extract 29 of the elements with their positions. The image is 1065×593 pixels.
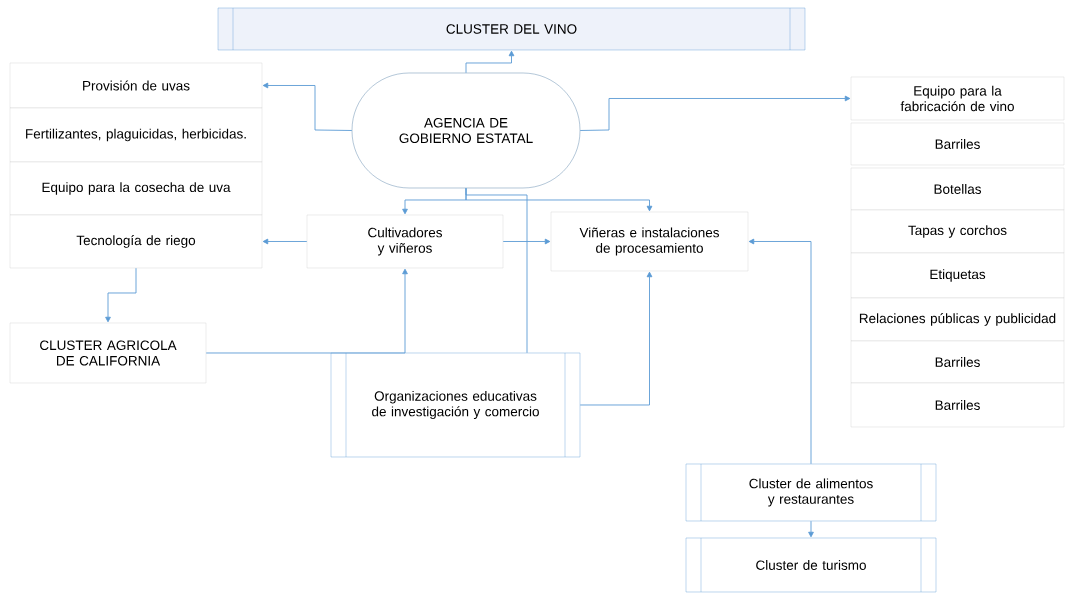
process-box: Barriles: [850, 382, 1065, 428]
arrow: [465, 50, 515, 74]
process-box: Botellas: [850, 167, 1065, 211]
arrow: [502, 238, 551, 245]
process-box: Viñeras e instalaciones de procesamiento: [550, 211, 749, 272]
process-box: Organizaciones educativas de investigación y comercio: [330, 352, 581, 458]
process-box: Relaciones públicas y publicidad: [850, 297, 1065, 342]
process-box: Cluster de alimentos y restaurantes: [685, 463, 937, 522]
arrow: [808, 520, 814, 538]
arrow: [262, 238, 308, 245]
process-box: Provisión de uvas: [9, 62, 263, 109]
process-box: Etiquetas: [850, 252, 1065, 299]
process-box: CLUSTER AGRICOLA DE CALIFORNIA: [9, 322, 207, 384]
process-box: Tapas y corchos: [850, 209, 1065, 254]
process-box: Tecnología de riego: [9, 214, 263, 269]
arrow: [579, 95, 851, 131]
process-box: Fertilizantes, plaguicidas, herbicidas.: [9, 107, 263, 163]
process-box: Cluster de turismo: [685, 537, 937, 593]
process-box: Equipo para la fabricación de vino: [850, 76, 1065, 121]
arrow: [205, 268, 408, 354]
process-box: Barriles: [850, 340, 1065, 384]
process-box: Cultivadores y viñeros: [306, 214, 504, 269]
process-box: Equipo para la cosecha de uva: [9, 161, 263, 216]
arrow: [579, 271, 653, 406]
arrow: [262, 82, 353, 131]
arrow: [105, 267, 137, 323]
process-box: Barriles: [850, 122, 1065, 166]
arrow: [748, 238, 812, 465]
process-box: CLUSTER DEL VINO: [217, 7, 806, 51]
